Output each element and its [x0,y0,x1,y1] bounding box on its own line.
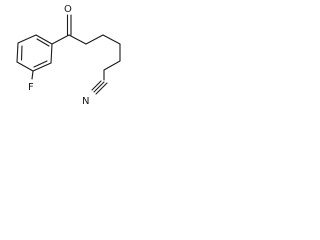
chain-bond [68,34,87,45]
nitrile-triple-bond [95,82,108,95]
ring-double-bond [33,60,48,68]
c-f-bond [31,70,34,80]
ring-bond [16,61,34,72]
structure-drawing: F O N [16,4,121,107]
ring-double-bond [20,45,23,61]
ring-to-carbonyl-bond [51,34,70,45]
ring-double-bond [36,38,50,47]
chain-bond [85,34,104,45]
ring-bond [50,43,53,64]
nitrogen-label: N [82,96,89,107]
alkyl-chain [68,34,121,81]
benzene-ring [16,34,53,72]
chemical-structure: F O N [0,0,125,113]
ring-bond [16,42,19,63]
nitrile-triple-bond [91,80,102,91]
chain-bond [103,60,121,71]
fluorine-label: F [28,82,34,93]
ring-bond [35,34,53,45]
ring-bond [17,34,37,44]
chain-bond [102,34,121,45]
ring-bond [32,62,52,72]
oxygen-label: O [64,4,72,15]
nitrile-triple-bond [93,81,105,93]
